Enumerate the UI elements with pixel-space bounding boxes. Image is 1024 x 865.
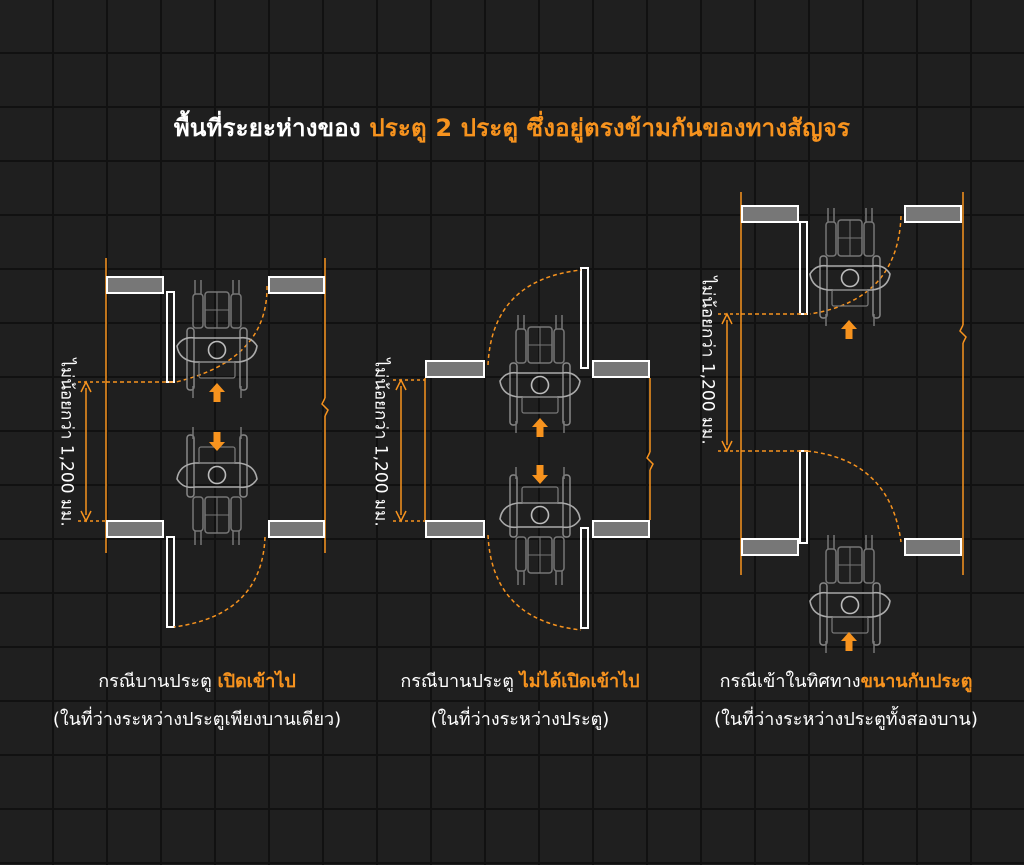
- arrow-up-icon: [841, 320, 857, 339]
- panel-3-diagram: [718, 192, 967, 654]
- wheelchair-icon: [176, 279, 258, 399]
- panel-2-caption: กรณีบานประตู ไม่ได้เปิดเข้าไป (ในที่ว่าง…: [350, 671, 690, 730]
- panel-1-caption: กรณีบานประตู เปิดเข้าไป (ในที่ว่างระหว่า…: [27, 671, 367, 730]
- title-part-white: พื้นที่ระยะห่างของ: [173, 114, 370, 142]
- panel-1-caption-prefix: กรณีบานประตู: [98, 671, 218, 692]
- panel-1-caption-note: (ในที่ว่างระหว่างประตูเพียงบานเดียว): [52, 708, 342, 730]
- arrow-up-icon: [532, 418, 548, 437]
- panel-1-diagram: [78, 258, 329, 628]
- panel-3-dimension-label: ไม่น้อยกว่า 1,200 มม.: [697, 276, 718, 445]
- panel-3-caption-prefix: กรณีเข้าในทิศทาง: [719, 671, 861, 692]
- panel-2-diagram: [393, 267, 654, 631]
- panel-1-dimension-label: ไม่น้อยกว่า 1,200 มม.: [56, 358, 77, 527]
- arrow-down-icon: [209, 432, 225, 451]
- panel-2-caption-highlight: ไม่ได้เปิดเข้าไป: [519, 671, 640, 692]
- panel-3-caption-note: (ในที่ว่างระหว่างประตูทั้งสองบาน): [714, 708, 978, 730]
- panel-2-dimension-label: ไม่น้อยกว่า 1,200 มม.: [370, 358, 391, 527]
- arrow-down-icon: [532, 465, 548, 484]
- panel-2-caption-prefix: กรณีบานประตู: [400, 671, 520, 692]
- arrow-up-icon: [841, 632, 857, 651]
- panel-3-caption-highlight: ขนานกับประตู: [860, 671, 973, 692]
- wheelchair-icon: [809, 207, 891, 327]
- wheelchair-icon: [499, 466, 581, 586]
- panel-2-caption-note: (ในที่ว่างระหว่างประตู): [430, 708, 610, 730]
- panel-1-caption-highlight: เปิดเข้าไป: [217, 671, 296, 692]
- title-part-orange: ประตู 2 ประตู ซึ่งอยู่ตรงข้ามกันของทางสั…: [369, 114, 851, 142]
- arrow-up-icon: [209, 383, 225, 402]
- wheelchair-icon: [499, 314, 581, 434]
- panel-3-caption: กรณีเข้าในทิศทางขนานกับประตู (ในที่ว่างร…: [676, 671, 1016, 730]
- page-title: พื้นที่ระยะห่างของ ประตู 2 ประตู ซึ่งอยู…: [0, 108, 1024, 147]
